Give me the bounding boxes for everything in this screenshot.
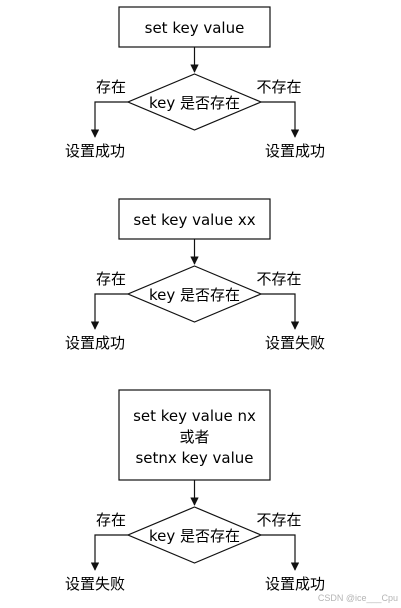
command-box-2: set key value xx [118, 198, 271, 240]
condition-diamond-1: key 是否存在 [126, 73, 263, 131]
command-text: set key value xx [133, 211, 255, 229]
flowchart-3: set key value nx 或者 setnx key value key … [65, 389, 325, 593]
condition-diamond-3: key 是否存在 [126, 506, 263, 564]
condition-text: key 是否存在 [149, 527, 240, 545]
arrow-left-branch [90, 101, 128, 138]
outcome-left: 设置失败 [65, 575, 125, 593]
outcome-right: 设置成功 [265, 575, 325, 593]
watermark: CSDN @ice___Cpu [318, 593, 398, 603]
branch-label-not-exists: 不存在 [256, 78, 301, 96]
branch-label-not-exists: 不存在 [256, 270, 301, 288]
outcome-right: 设置失败 [265, 334, 325, 352]
command-text-line-3: setnx key value [135, 449, 253, 467]
condition-text: key 是否存在 [149, 286, 240, 304]
arrow-left-branch [90, 534, 128, 571]
arrow-left-branch [90, 293, 128, 330]
command-box-3: set key value nx 或者 setnx key value [118, 389, 271, 481]
outcome-right: 设置成功 [265, 142, 325, 160]
branch-label-exists: 存在 [96, 78, 126, 96]
arrow-right-branch [261, 534, 300, 571]
arrow-right-branch [261, 293, 300, 330]
command-text-line-2: 或者 [179, 428, 209, 446]
command-box-1: set key value [118, 6, 271, 48]
branch-label-exists: 存在 [96, 511, 126, 529]
outcome-left: 设置成功 [65, 142, 125, 160]
condition-diamond-2: key 是否存在 [126, 265, 263, 323]
flowchart-1: set key value key 是否存在 存在 不存在 设置成功 设置成功 [65, 6, 325, 160]
branch-label-exists: 存在 [96, 270, 126, 288]
flowchart-2: set key value xx key 是否存在 存在 不存在 设置成功 设置… [65, 198, 325, 352]
arrow-right-branch [261, 101, 300, 138]
outcome-left: 设置成功 [65, 334, 125, 352]
command-text: set key value [145, 19, 245, 37]
condition-text: key 是否存在 [149, 94, 240, 112]
command-text-line-1: set key value nx [133, 407, 256, 425]
branch-label-not-exists: 不存在 [256, 511, 301, 529]
